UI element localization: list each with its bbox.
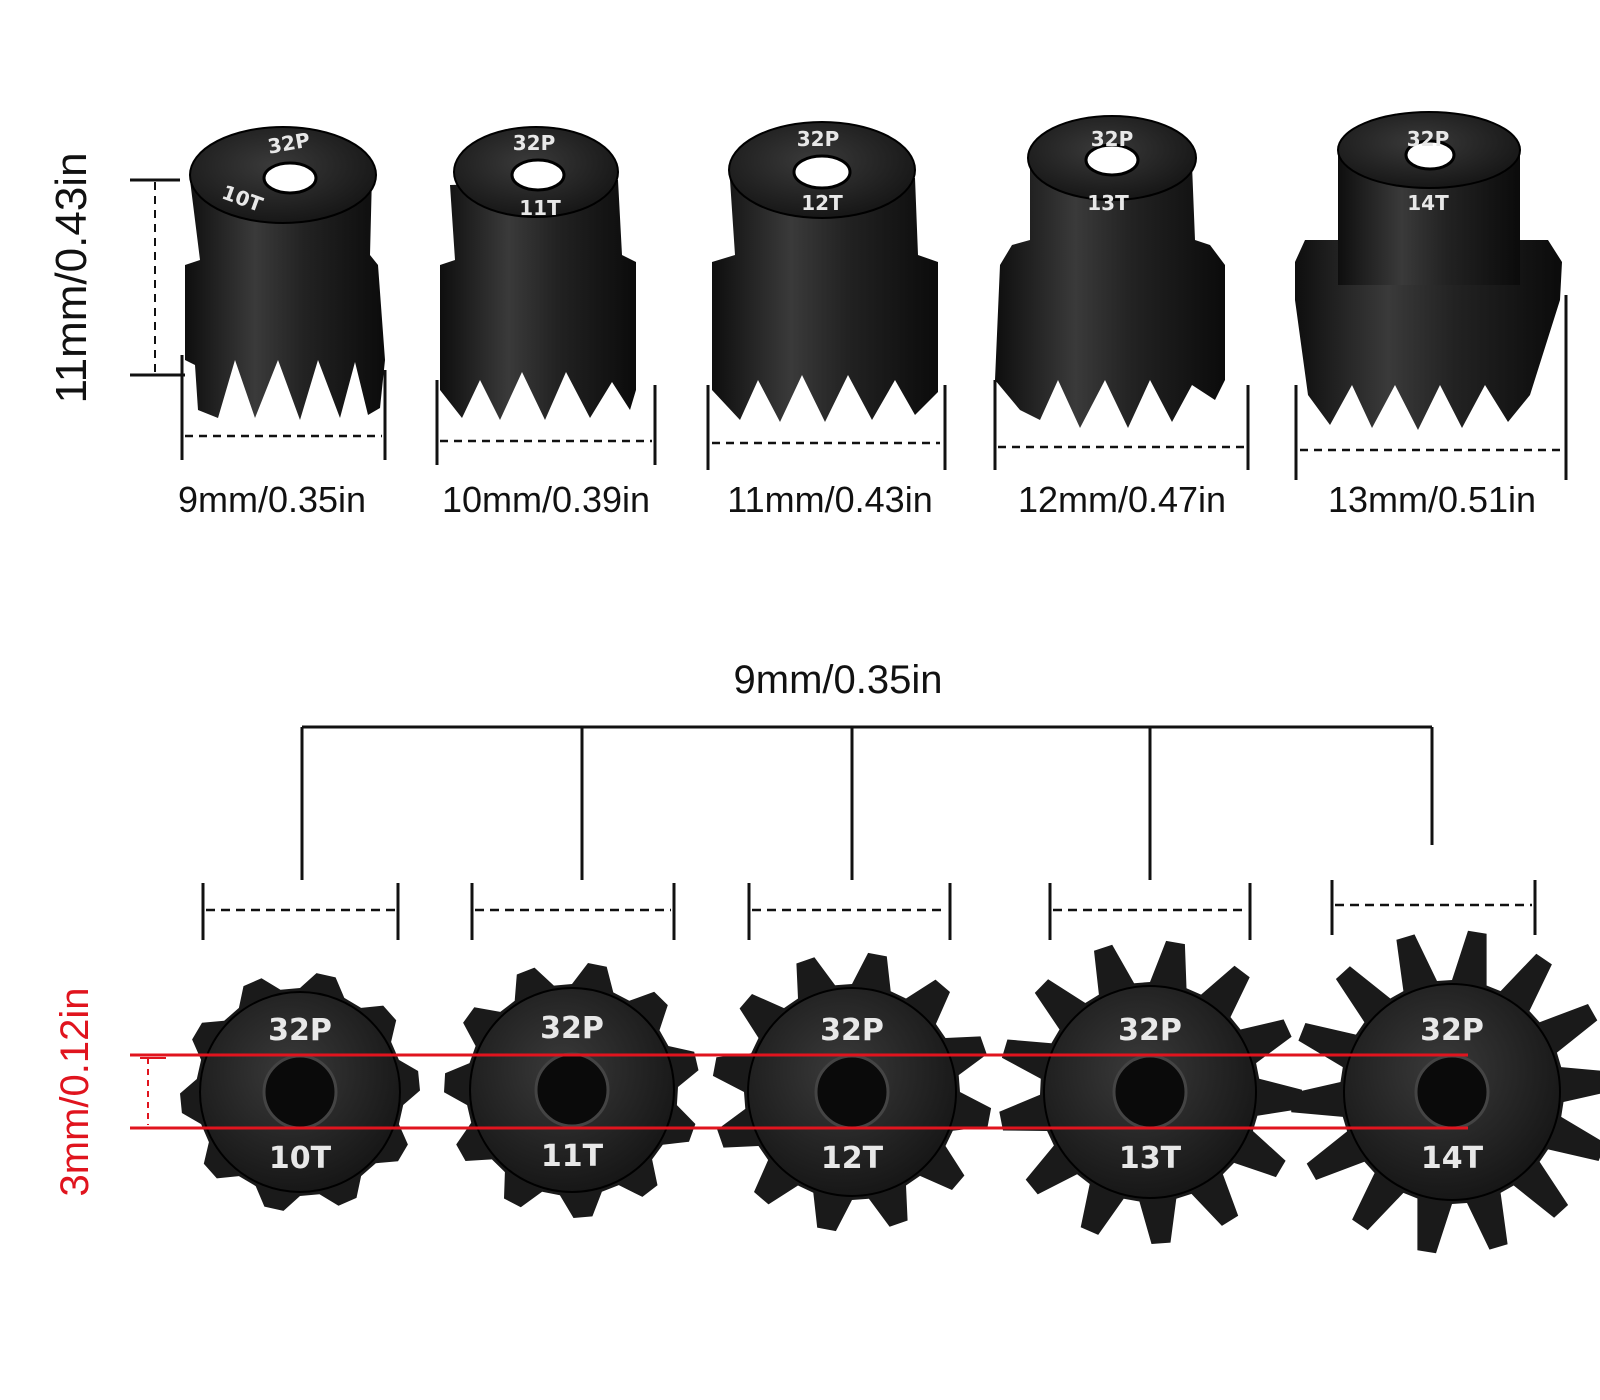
height-label: 11mm/0.43in bbox=[47, 152, 96, 403]
top-gear-12t: 32P 12T bbox=[712, 952, 992, 1232]
gear-teeth-label: 11T bbox=[519, 196, 561, 220]
top-gear-11t: 32P 11T bbox=[444, 963, 699, 1218]
top-view: 9mm/0.35in 32P 10T 32P 11T 32P 12T 32P 13T 32P 14… bbox=[53, 658, 1600, 1254]
gear-bore bbox=[534, 1052, 610, 1128]
gear-teeth-body bbox=[712, 178, 938, 422]
gear-pitch-label: 32P bbox=[1091, 127, 1134, 151]
gear-teeth-label: 14T bbox=[1407, 191, 1449, 215]
gear-teeth-label: 14T bbox=[1421, 1141, 1484, 1176]
gear-pitch-label: 32P bbox=[797, 127, 840, 151]
top-gears: 32P 10T 32P 11T 32P 12T 32P 13T 32P 14T bbox=[180, 930, 1600, 1254]
gear-pitch-label: 32P bbox=[540, 1011, 604, 1046]
diameter-label: 9mm/0.35in bbox=[178, 479, 366, 520]
diameter-label: 11mm/0.43in bbox=[727, 479, 932, 520]
gear-bore bbox=[792, 154, 852, 190]
gear-teeth-label: 10T bbox=[269, 1141, 332, 1176]
side-gear-14t: 32P 14T 13mm/0.51in bbox=[1294, 111, 1568, 520]
hub-bracket bbox=[300, 725, 1434, 880]
gear-bore bbox=[814, 1054, 890, 1130]
height-dimension: 11mm/0.43in bbox=[47, 152, 185, 404]
gear-bore bbox=[1414, 1054, 1490, 1130]
gear-teeth-label: 13T bbox=[1087, 191, 1129, 215]
diameter-label: 10mm/0.39in bbox=[442, 479, 650, 520]
top-gear-14t: 32P 14T bbox=[1290, 930, 1600, 1254]
gear-bore bbox=[1084, 143, 1140, 177]
gear-teeth-body bbox=[995, 165, 1225, 428]
hub-label: 9mm/0.35in bbox=[734, 658, 943, 702]
diameter-label: 12mm/0.47in bbox=[1018, 479, 1226, 520]
gear-pitch-label: 32P bbox=[1420, 1013, 1484, 1048]
gear-pitch-label: 32P bbox=[513, 131, 556, 155]
bore-dimension: 3mm/0.12in bbox=[53, 988, 1468, 1197]
gear-bore bbox=[510, 158, 566, 192]
gear-teeth-label: 13T bbox=[1119, 1141, 1182, 1176]
gear-pitch-label: 32P bbox=[268, 1013, 332, 1048]
side-view: 11mm/0.43in 32P 10T 9mm/0.35in 32P 11T 1… bbox=[47, 111, 1568, 520]
side-gear-13t: 32P 13T 12mm/0.47in bbox=[993, 115, 1250, 520]
top-gear-13t: 32P 13T bbox=[999, 940, 1302, 1244]
gear-teeth-label: 12T bbox=[821, 1141, 884, 1176]
side-gear-12t: 32P 12T 11mm/0.43in bbox=[706, 121, 947, 520]
gear-pitch-label: 32P bbox=[820, 1013, 884, 1048]
gear-teeth-body bbox=[1295, 240, 1562, 430]
gear-bore bbox=[1112, 1054, 1188, 1130]
gear-pitch-label: 32P bbox=[1407, 127, 1450, 151]
gear-pitch-label: 32P bbox=[1118, 1013, 1182, 1048]
side-gear-11t: 32P 11T 10mm/0.39in bbox=[435, 126, 657, 520]
hub-dimensions bbox=[201, 880, 1537, 940]
gear-teeth-label: 12T bbox=[801, 191, 843, 215]
gear-teeth-label: 11T bbox=[541, 1139, 604, 1174]
side-gear-10t: 32P 10T 9mm/0.35in bbox=[178, 126, 387, 520]
bore-label: 3mm/0.12in bbox=[53, 988, 97, 1197]
gear-teeth-body bbox=[440, 180, 636, 420]
diameter-label: 13mm/0.51in bbox=[1328, 479, 1536, 520]
gear-bore bbox=[1404, 139, 1456, 171]
gear-bore bbox=[262, 1054, 338, 1130]
top-gear-10t: 32P 10T bbox=[180, 973, 420, 1211]
gear-teeth-body bbox=[185, 175, 385, 420]
gear-bore bbox=[262, 161, 318, 195]
